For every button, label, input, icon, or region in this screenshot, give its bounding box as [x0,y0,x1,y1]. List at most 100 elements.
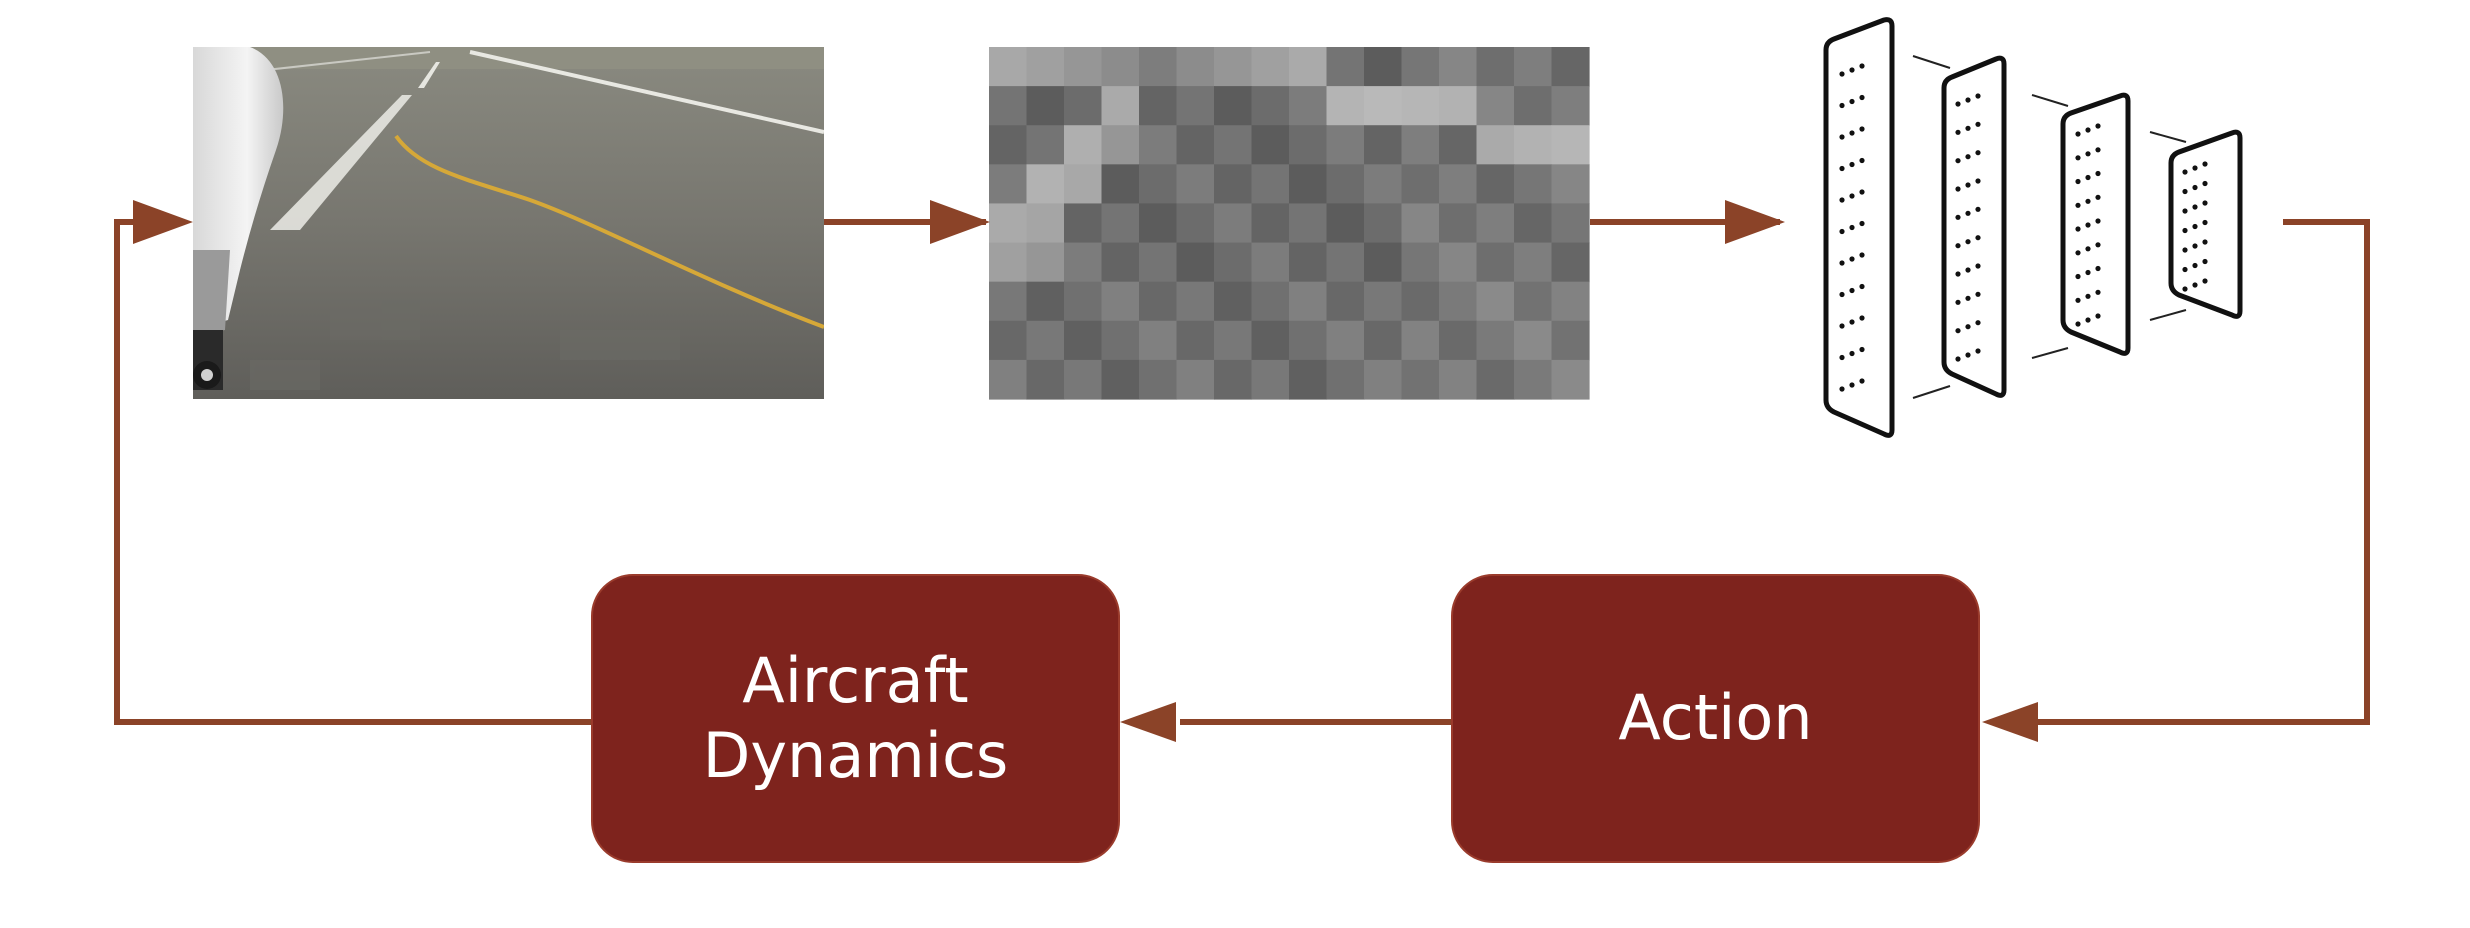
nn-neuron-dot [1849,161,1855,168]
nn-neuron-dot [2085,222,2091,228]
pixel-cell [1214,47,1253,87]
pixel-cell [1364,359,1403,400]
nn-layer-3 [2060,92,2131,356]
nn-neuron-dot [2085,174,2091,181]
pixel-cell [1364,86,1403,126]
pixel-cell [1289,203,1328,244]
nn-neuron-dot [1849,224,1855,231]
pixel-cell [1439,320,1478,361]
pixel-cell [989,359,1028,400]
pixel-cell [1401,281,1440,322]
pixel-cell [1364,242,1403,283]
pixel-cell [1514,359,1553,400]
pixel-cell [1326,125,1365,165]
pixel-cell [1514,164,1553,205]
nn-neuron-dot [1849,98,1855,105]
pixel-cell [1289,320,1328,361]
nn-neuron-dot [2095,194,2101,200]
pixel-cell [1064,242,1103,283]
nn-neuron-dot [1975,93,1981,99]
nn-neuron-dot [1859,189,1865,195]
nn-neuron-dot [2095,147,2101,153]
pixel-cell [1251,125,1290,165]
pixel-cell [1214,203,1253,244]
nn-neuron-dot [2202,180,2208,187]
nn-neuron-dot [1859,346,1865,353]
nn-neuron-dot [2192,262,2198,269]
pixel-cell [1176,47,1215,87]
nn-neuron-dot [1859,157,1865,164]
pixel-cell [1101,86,1140,126]
pixel-cell [1176,164,1215,205]
pixel-cell [1439,281,1478,322]
nn-neuron-dot [1965,352,1971,358]
pixel-cell [1139,359,1178,400]
nn-neuron-dot [2202,258,2208,265]
pixel-cell [1326,242,1365,283]
nn-neuron-dot [2202,200,2208,206]
pixel-cell [1514,242,1553,283]
nn-neuron-dot [1839,354,1845,361]
pixel-cell [1401,320,1440,361]
nn-neuron-dot [2095,123,2101,129]
nn-neuron-dot [2192,282,2198,288]
pixel-cell [1101,47,1140,87]
nn-neuron-dot [1955,129,1961,135]
nn-neuron-dot [2182,227,2188,234]
nn-neuron-dot [2095,170,2101,177]
nn-neuron-dot [2075,202,2081,208]
nn-neuron-dot [2202,278,2208,284]
pixel-cell [1026,125,1065,165]
nn-neuron-dot [2075,155,2081,161]
pixel-cell [989,281,1028,322]
pixel-cell [1289,242,1328,283]
nn-neuron-dot [1859,283,1865,290]
nn-neuron-dot [2075,250,2081,256]
pixel-cell [1214,164,1253,205]
arrow-network-to-action [2033,219,2370,725]
runway-camera-image [193,47,824,399]
pixel-cell [1139,86,1178,126]
pixel-cell [1026,203,1065,244]
nn-neuron-dot [2192,223,2198,230]
nn-neuron-dot [2095,242,2101,248]
nn-neuron-dot [2095,218,2101,224]
nn-neuron-dot [1849,193,1855,199]
nn-neuron-dot [1839,291,1845,298]
pixel-cell [1139,125,1178,165]
pixel-cell [1214,242,1253,283]
pixel-cell [1326,86,1365,126]
pixel-cell [1476,125,1515,165]
pixel-cell [1064,164,1103,205]
nn-neuron-dot [1849,67,1855,73]
nn-neuron-dot [1859,220,1865,227]
nn-neuron-dot [2075,226,2081,232]
nn-neuron-dot [2192,184,2198,191]
pixel-cell [1364,47,1403,87]
nn-neuron-dot [1839,197,1845,203]
pixel-cell [1551,86,1590,126]
pixel-cell [1476,281,1515,322]
pixel-cell [1326,203,1365,244]
pixel-cell [1401,86,1440,126]
nn-neuron-dot [1975,348,1981,354]
aircraft-dynamics-label-line1: Aircraft [742,644,969,718]
nn-neuron-dot [2075,297,2081,303]
nn-layer-2 [1941,55,2007,398]
nn-neuron-dot [2075,178,2081,185]
nn-neuron-dot [1955,356,1961,362]
pixel-cell [1139,203,1178,244]
nn-neuron-dot [1965,154,1971,160]
nn-neuron-dot [1975,150,1981,156]
pixel-cell [1176,86,1215,126]
nn-neuron-dot [2095,313,2101,319]
pixel-cell [1439,359,1478,400]
aircraft-dynamics-label-line2: Dynamics [702,718,1009,792]
arrowhead-to-pixels [930,200,990,244]
pixel-cell [1176,359,1215,400]
pixel-cell [1139,281,1178,322]
nn-neuron-dot [1849,287,1855,294]
pixel-cell [1364,320,1403,361]
pixel-cell [1064,86,1103,126]
